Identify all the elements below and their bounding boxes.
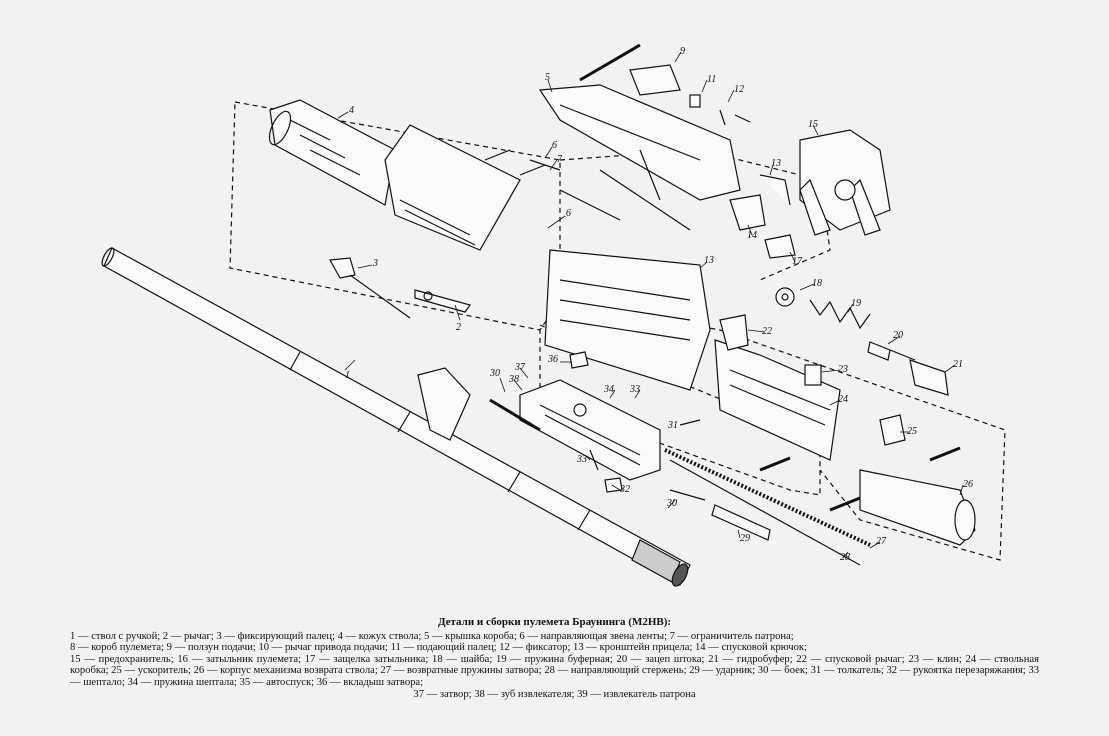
label-7: 7 xyxy=(557,154,563,165)
part-23-wedge xyxy=(804,364,822,386)
label-27: 27 xyxy=(876,536,887,547)
part-28-guide-rod xyxy=(669,459,861,566)
part-rod xyxy=(559,189,621,221)
part-29-striker xyxy=(711,504,771,541)
caption-legend-line-2: 8 — короб пулемета; 9 — ползун подачи; 1… xyxy=(70,642,807,654)
label-38: 38 xyxy=(508,374,519,385)
part-6-guide xyxy=(484,149,546,176)
label-1: 1 xyxy=(345,370,350,381)
label-32: 32 xyxy=(619,484,630,495)
part-36-bolt-insert xyxy=(569,351,589,369)
part-4-barrel-jacket xyxy=(268,99,396,206)
part-27-driving-spring xyxy=(664,448,871,547)
part-5-cover xyxy=(538,84,741,201)
label-22: 22 xyxy=(762,326,772,337)
label-5: 5 xyxy=(545,72,550,83)
part-25-accelerator xyxy=(879,414,906,446)
part-20-rod-hook xyxy=(867,341,891,361)
label-9: 9 xyxy=(680,46,685,57)
label-19: 19 xyxy=(851,298,861,309)
part-21-oil-buffer xyxy=(889,349,949,396)
part-17-latch xyxy=(764,234,796,259)
label-30a: 30 xyxy=(489,368,500,379)
part-7-stop xyxy=(529,159,561,171)
label-34: 34 xyxy=(603,384,614,395)
label-17: 17 xyxy=(792,256,803,267)
part-30-pin xyxy=(669,489,706,501)
label-4: 4 xyxy=(349,105,354,116)
label-12: 12 xyxy=(734,84,744,95)
part-19-buffer-spring xyxy=(809,299,871,330)
label-13a: 13 xyxy=(771,158,781,169)
label-6b: 6 xyxy=(566,208,571,219)
label-11: 11 xyxy=(707,74,716,85)
part-2-lever xyxy=(414,289,471,313)
part-16-backplate xyxy=(799,129,891,236)
part-10-feed-lever xyxy=(599,149,691,231)
part-30-firing-pin-rod xyxy=(489,398,541,432)
label-20: 20 xyxy=(893,330,903,341)
caption-legend-line-3: 15 — предохранитель; 16 — затыльник пуле… xyxy=(70,653,1039,688)
part-12-latch xyxy=(719,109,751,126)
label-29: 29 xyxy=(740,533,750,544)
label-21: 21 xyxy=(953,359,963,370)
label-33b: 33 xyxy=(629,384,640,395)
label-13b: 13 xyxy=(704,255,714,266)
label-26: 26 xyxy=(963,479,973,490)
label-24: 24 xyxy=(838,394,848,405)
figure-caption: Детали и сборки пулемета Браунинга (М2НВ… xyxy=(70,616,1039,700)
label-18: 18 xyxy=(812,278,822,289)
part-nut xyxy=(423,291,433,301)
part-31-pusher xyxy=(679,419,701,426)
part-3-pin xyxy=(329,257,411,319)
label-28: 28 xyxy=(840,552,850,563)
part-26-recoil-body xyxy=(859,469,976,546)
part-11-feed-pawl xyxy=(689,94,701,108)
label-15: 15 xyxy=(808,119,818,130)
part-33-sear xyxy=(589,449,599,471)
exploded-diagram: 1 2 3 4 5 6 6 7 9 11 12 13 13 14 15 17 1… xyxy=(101,43,1006,587)
caption-legend-line-1: 1 — ствол с ручкой; 2 — рычаг; 3 — фикси… xyxy=(70,630,794,642)
label-23: 23 xyxy=(838,364,848,375)
caption-title: Детали и сборки пулемета Браунинга (М2НВ… xyxy=(437,616,672,628)
part-pin-top xyxy=(579,43,641,82)
label-14: 14 xyxy=(747,230,757,241)
label-6a: 6 xyxy=(552,140,557,151)
part-1-barrel xyxy=(101,247,691,587)
label-36: 36 xyxy=(547,354,558,365)
part-37-bolt xyxy=(519,379,661,481)
label-31: 31 xyxy=(667,420,678,431)
part-22-trigger-lever xyxy=(719,314,749,351)
label-25: 25 xyxy=(907,426,917,437)
part-labels: 1 2 3 4 5 6 6 7 9 11 12 13 13 14 15 17 1… xyxy=(345,46,973,563)
part-9-feed-slide xyxy=(629,64,681,96)
part-13-15-trigger-parts xyxy=(729,174,791,231)
label-33a: 33 xyxy=(576,454,587,465)
leader-lines xyxy=(337,51,964,559)
part-pins-right xyxy=(759,446,961,512)
part-24-trunnion-block xyxy=(714,339,841,461)
label-2: 2 xyxy=(456,322,461,333)
part-18-washer xyxy=(775,287,795,307)
label-37: 37 xyxy=(514,362,526,373)
caption-legend-last: 37 — затвор; 38 — зуб извлекателя; 39 — … xyxy=(413,688,696,700)
label-3: 3 xyxy=(372,258,378,269)
label-30b: 30 xyxy=(666,498,677,509)
